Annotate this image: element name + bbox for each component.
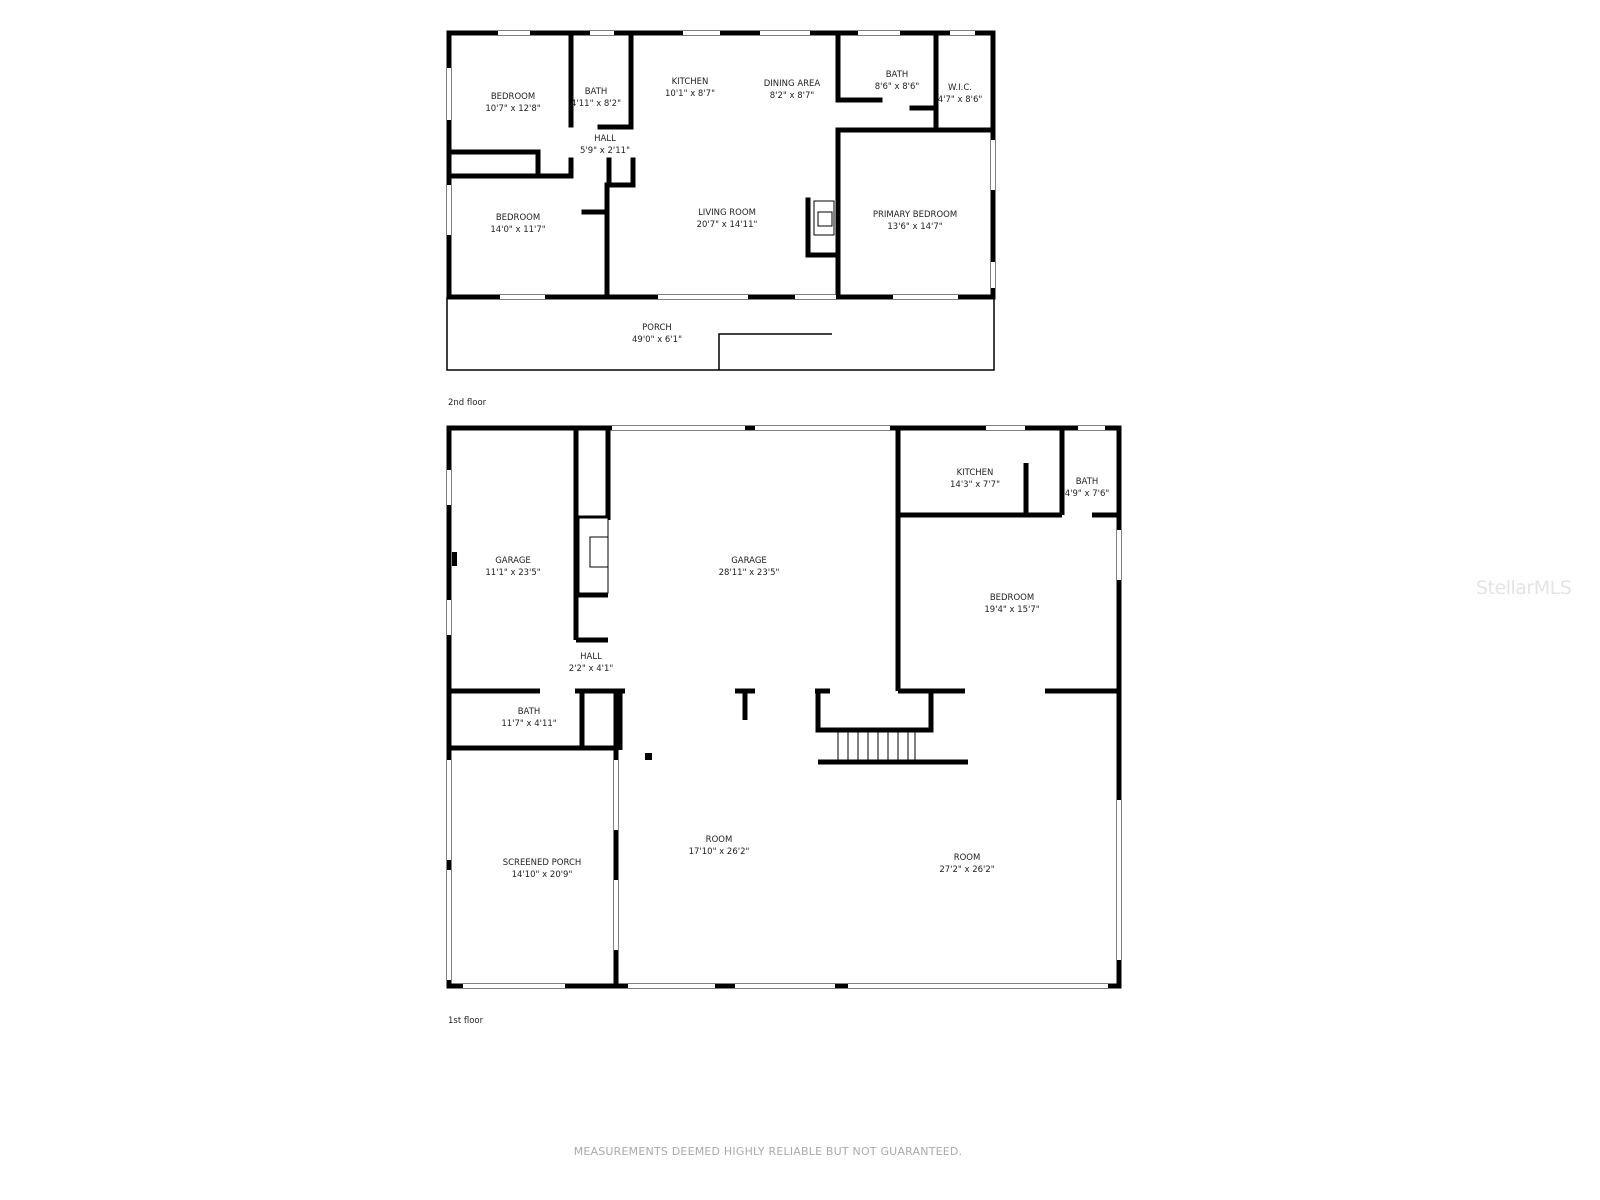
- fireplace-icon: [813, 200, 835, 236]
- wall-pillar: [452, 552, 457, 566]
- floor-label-2nd: 2nd floor: [448, 398, 487, 408]
- floor-label-1st: 1st floor: [448, 1016, 484, 1026]
- watermark-logo: StellarMLS: [1476, 577, 1572, 599]
- column: [645, 753, 652, 760]
- stairs-icon: [820, 731, 916, 760]
- room-label-wic: W.I.C.4'7" x 8'6": [937, 83, 983, 105]
- porch-outline: [446, 297, 995, 371]
- first-floor-windows: [447, 426, 1121, 988]
- fireplace-icon: [578, 517, 609, 594]
- second-floor-windows: [447, 31, 995, 299]
- disclaimer: MEASUREMENTS DEEMED HIGHLY RELIABLE BUT …: [573, 1145, 963, 1158]
